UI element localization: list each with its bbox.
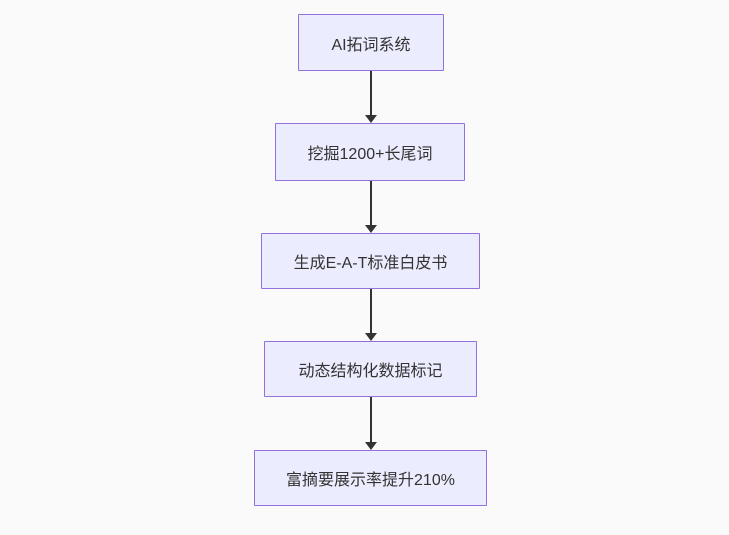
arrow-down-icon — [364, 397, 377, 450]
arrow-head-icon — [364, 115, 377, 123]
arrow-head-icon — [364, 225, 377, 233]
arrow-line — [369, 71, 372, 115]
arrow-line — [369, 289, 372, 333]
flowchart-node-structured-data: 动态结构化数据标记 — [264, 341, 477, 397]
arrow-head-icon — [364, 333, 377, 341]
flowchart-node-longtail-keywords: 挖掘1200+长尾词 — [275, 123, 465, 181]
flowchart-node-eat-whitepaper: 生成E-A-T标准白皮书 — [261, 233, 480, 289]
node-label: 生成E-A-T标准白皮书 — [293, 255, 448, 272]
flowchart-node-rich-snippet-rate: 富摘要展示率提升210% — [254, 450, 487, 506]
arrow-down-icon — [364, 71, 377, 123]
node-label: 富摘要展示率提升210% — [286, 472, 455, 489]
arrow-down-icon — [364, 181, 377, 233]
node-label: 挖掘1200+长尾词 — [307, 146, 433, 163]
arrow-down-icon — [364, 289, 377, 341]
node-label: 动态结构化数据标记 — [298, 363, 443, 380]
node-label: AI拓词系统 — [331, 36, 411, 54]
arrow-line — [369, 181, 372, 225]
flowchart-node-ai-word-expansion: AI拓词系统 — [298, 14, 444, 71]
arrow-head-icon — [364, 442, 377, 450]
arrow-line — [369, 397, 372, 442]
